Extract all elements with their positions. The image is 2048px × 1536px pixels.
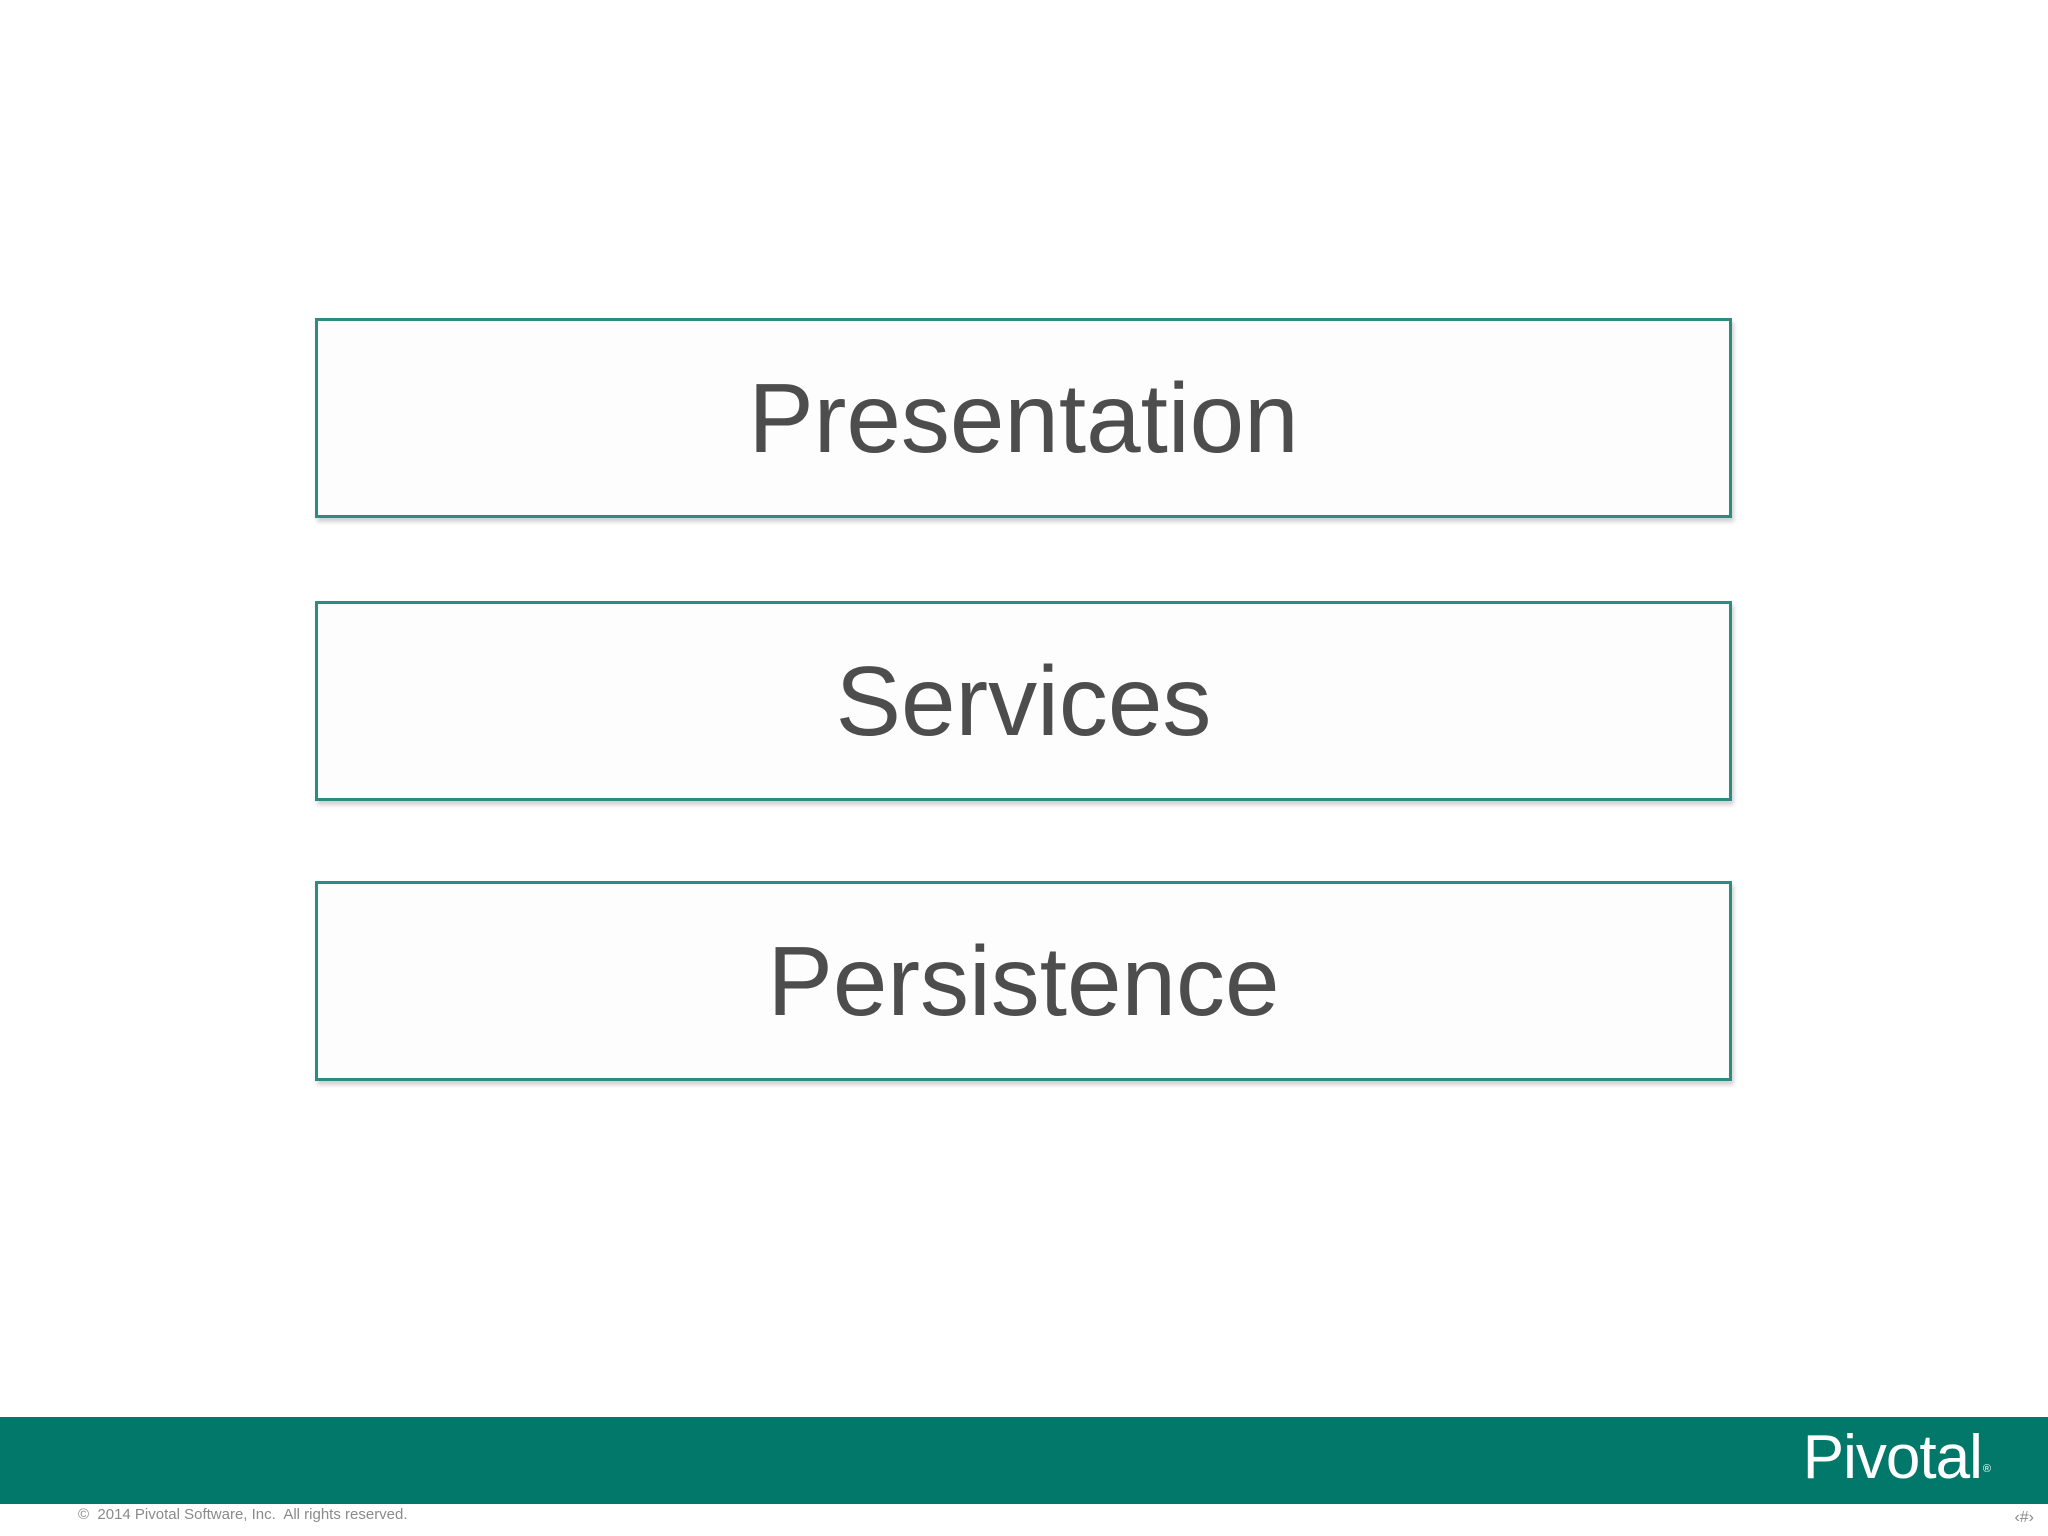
persistence-layer-label: Persistence (767, 926, 1280, 1036)
services-layer-label: Services (835, 646, 1212, 756)
pivotal-logo-text: Pivotal (1802, 1422, 1983, 1492)
persistence-layer-box: Persistence (315, 881, 1732, 1081)
presentation-layer-label: Presentation (748, 363, 1299, 473)
pivotal-logo: Pivotal ® (1803, 1423, 1991, 1492)
services-layer-box: Services (315, 601, 1732, 801)
registered-mark: ® (1982, 1463, 1991, 1475)
presentation-layer-box: Presentation (315, 318, 1732, 518)
slide-number: ‹#› (2014, 1509, 2034, 1526)
footer-band (0, 1417, 2048, 1504)
copyright-notice: © 2014 Pivotal Software, Inc. All rights… (78, 1506, 408, 1523)
